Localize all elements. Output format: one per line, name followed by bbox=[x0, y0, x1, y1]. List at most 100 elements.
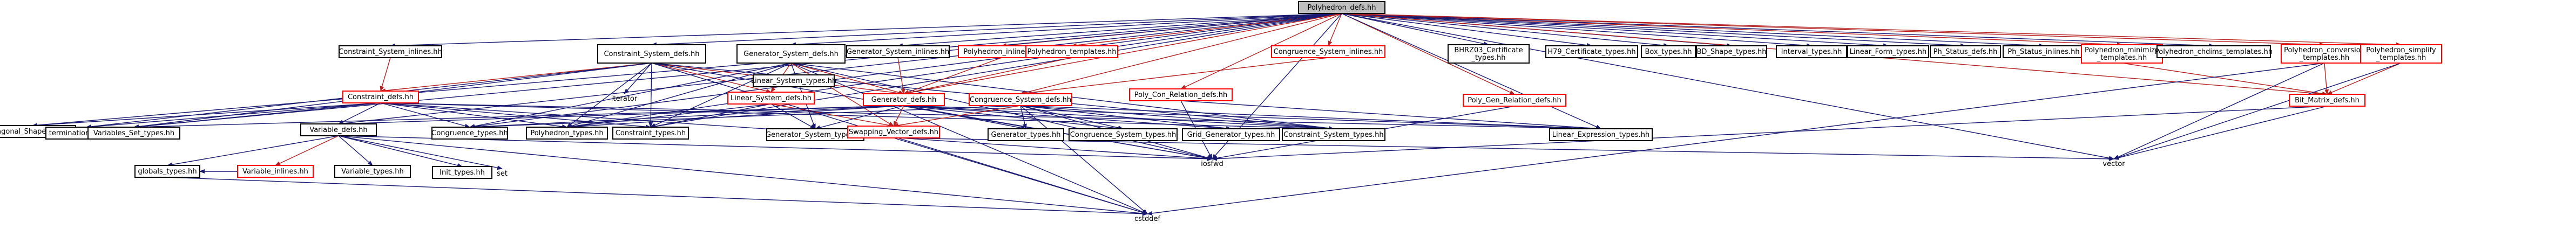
node-cong_sd[interactable]: Congruence_System_defs.hh bbox=[969, 93, 1072, 106]
node-int_types[interactable]: Init_types.hh bbox=[432, 166, 492, 179]
edge-cdefs-to-vdefs bbox=[338, 102, 381, 124]
edge-gdefs-to-cs_t bbox=[903, 105, 1334, 131]
node-set: set bbox=[497, 170, 508, 178]
node-cs_t[interactable]: Constraint_System_types.hh bbox=[1282, 128, 1385, 141]
node-grid_gt[interactable]: Grid_Generator_types.hh bbox=[1182, 128, 1280, 141]
node-label: _templates.hh bbox=[2299, 54, 2350, 62]
edges-layer bbox=[32, 13, 2402, 216]
node-cdefs[interactable]: Constraint_defs.hh bbox=[342, 91, 419, 103]
edge-vdefs-to-cstddef bbox=[338, 135, 1148, 216]
node-box bbox=[846, 45, 950, 58]
edge-root-to-cong_si bbox=[1328, 13, 1342, 46]
node-box bbox=[339, 45, 442, 58]
node-label: set bbox=[497, 170, 508, 178]
node-label: globals_types.hh bbox=[138, 168, 197, 176]
node-globals_t[interactable]: globals_types.hh bbox=[134, 165, 200, 178]
node-vdefs[interactable]: Variable_defs.hh bbox=[300, 123, 377, 136]
node-cong_t[interactable]: Congruence_types.hh bbox=[431, 127, 508, 140]
node-label: Polyhedron_simplify bbox=[2366, 46, 2436, 54]
node-pgr[interactable]: Poly_Gen_Relation_defs.hh bbox=[1463, 94, 1566, 107]
node-gsd[interactable]: Generator_System_defs.hh bbox=[736, 44, 846, 64]
node-csd[interactable]: Constraint_System_defs.hh bbox=[597, 44, 706, 64]
node-linexp_t[interactable]: Linear_Expression_types.hh bbox=[1549, 128, 1653, 141]
node-cong_si[interactable]: Congruence_System_inlines.hh bbox=[1271, 45, 1385, 58]
node-label: Polyhedron_types.hh bbox=[530, 129, 603, 137]
nodes-layer: Polyhedron_defs.hhConstraint_System_inli… bbox=[0, 1, 2442, 223]
node-gdefs[interactable]: Generator_defs.hh bbox=[863, 93, 945, 106]
node-poly_inl[interactable]: Polyhedron_inlines.hh bbox=[958, 45, 1045, 58]
node-cgs_t[interactable]: Congruence_System_types.hh bbox=[1069, 128, 1178, 141]
node-poly_t[interactable]: Polyhedron_types.hh bbox=[526, 127, 608, 140]
node-poly_tmp[interactable]: Polyhedron_templates.hh bbox=[1025, 45, 1118, 58]
node-ls_t[interactable]: Linear_System_types.hh bbox=[751, 74, 836, 87]
node-box bbox=[1549, 128, 1653, 141]
node-pmin[interactable]: Polyhedron_minimize_templates.hh bbox=[2081, 44, 2163, 64]
node-gen_t[interactable]: Generator_types.hh bbox=[988, 128, 1064, 141]
node-var_t[interactable]: Variable_types.hh bbox=[334, 165, 411, 178]
edge-root-to-cons_t bbox=[650, 13, 1342, 129]
node-root[interactable]: Polyhedron_defs.hh bbox=[1298, 1, 1385, 14]
edge-pcr-to-linexp_t bbox=[1180, 100, 1601, 131]
node-label: Polyhedron_defs.hh bbox=[1307, 4, 1376, 12]
node-gsi[interactable]: Generator_System_inlines.hh bbox=[846, 45, 950, 58]
edge-cong_sd-to-cstddef bbox=[1020, 105, 1148, 214]
node-ph_sd[interactable]: Ph_Status_defs.hh bbox=[1930, 45, 2001, 58]
edge-root-to-poly_tmp bbox=[1071, 13, 1342, 47]
node-box bbox=[753, 74, 835, 87]
node-csi[interactable]: Constraint_System_inlines.hh bbox=[339, 45, 442, 58]
node-label: _templates.hh bbox=[2097, 54, 2147, 62]
node-gs_t[interactable]: Generator_System_types.hh bbox=[766, 128, 865, 141]
edge-root-to-csd bbox=[651, 13, 1342, 47]
edge-gdefs-to-cong_t bbox=[469, 105, 904, 129]
node-box bbox=[1182, 128, 1280, 141]
edge-root-to-linexp_t bbox=[1341, 13, 1601, 129]
node-label: Polyhedron_inlines.hh bbox=[963, 48, 1040, 56]
node-bitm[interactable]: Bit_Matrix_defs.hh bbox=[2289, 94, 2365, 107]
edge-root-to-psimp bbox=[1341, 13, 2402, 47]
edge-lsd-to-gs_t bbox=[770, 103, 816, 129]
node-label: Linear_System_defs.hh bbox=[731, 94, 812, 102]
node-var_inl[interactable]: Variable_inlines.hh bbox=[237, 165, 314, 178]
edge-csi-to-cdefs bbox=[380, 57, 391, 92]
edge-cong_sd-to-grid_gt bbox=[1020, 105, 1232, 130]
node-psimp[interactable]: Polyhedron_simplify_templates.hh bbox=[2360, 44, 2442, 64]
edge-root-to-bhrz03 bbox=[1341, 13, 1489, 46]
node-label: Generator_defs.hh bbox=[871, 96, 937, 104]
node-box bbox=[612, 127, 689, 140]
node-label: Polyhedron_chdims_templates.hh bbox=[2155, 48, 2273, 56]
node-swap[interactable]: Swapping_Vector_defs.hh bbox=[847, 126, 940, 138]
edge-root-to-pchk bbox=[1341, 13, 2214, 48]
node-label: Congruence_System_inlines.hh bbox=[1274, 48, 1383, 56]
node-pcr[interactable]: Poly_Con_Relation_defs.hh bbox=[1129, 88, 1233, 101]
edge-lsd-to-poly_t bbox=[566, 103, 772, 129]
node-box[interactable]: Box_types.hh bbox=[1641, 45, 1696, 58]
node-box bbox=[2360, 44, 2442, 64]
node-ph_si[interactable]: Ph_Status_inlines.hh bbox=[2003, 45, 2085, 58]
node-label: Constraint_System_types.hh bbox=[1283, 131, 1383, 139]
node-box bbox=[1847, 45, 1929, 58]
node-label: Linear_Form_types.hh bbox=[1850, 48, 1927, 56]
node-bd[interactable]: BD_Shape_types.hh bbox=[1696, 45, 1767, 58]
node-interval[interactable]: Interval_types.hh bbox=[1776, 45, 1847, 58]
node-pconv[interactable]: Polyhedron_conversion_templates.hh bbox=[2281, 44, 2368, 64]
edge-gsd-to-gdefs bbox=[790, 63, 904, 95]
edge-gsi-to-gdefs bbox=[897, 57, 905, 94]
node-box bbox=[1271, 45, 1385, 58]
node-pchk[interactable]: Polyhedron_chdims_templates.hh bbox=[2155, 45, 2273, 58]
node-label: Grid_Generator_types.hh bbox=[1187, 131, 1275, 139]
node-bhrz03[interactable]: BHRZ03_Certificate_types.hh bbox=[1448, 44, 1530, 64]
node-box bbox=[863, 93, 945, 106]
node-label: _types.hh bbox=[1471, 54, 1506, 62]
edge-cong_sd-to-cgs_t bbox=[1020, 105, 1124, 130]
node-linform[interactable]: Linear_Form_types.hh bbox=[1847, 45, 1929, 58]
node-box bbox=[87, 127, 180, 140]
node-label: Generator_types.hh bbox=[991, 131, 1061, 139]
node-h79[interactable]: H79_Certificate_types.hh bbox=[1545, 45, 1638, 58]
node-cons_t[interactable]: Constraint_types.hh bbox=[612, 127, 689, 140]
node-lsd[interactable]: Linear_System_defs.hh bbox=[727, 92, 815, 105]
node-vset[interactable]: Variables_Set_types.hh bbox=[87, 127, 180, 140]
edge-gsd-to-cstddef bbox=[790, 63, 1148, 214]
edge-vdefs-to-set bbox=[338, 135, 503, 170]
edge-gsd-to-cons_t bbox=[650, 63, 792, 128]
node-label: Bit_Matrix_defs.hh bbox=[2295, 96, 2359, 105]
